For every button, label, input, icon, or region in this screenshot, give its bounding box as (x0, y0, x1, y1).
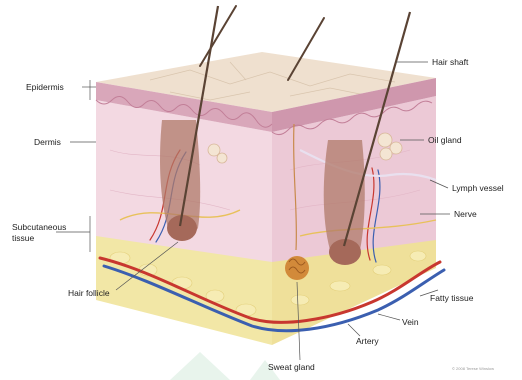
label-nerve: Nerve (454, 209, 477, 219)
copyright-credit: © 2008 Terese Winslow (452, 366, 494, 371)
watermark-logo (170, 352, 280, 380)
label-sweat-gland: Sweat gland (268, 362, 315, 372)
label-fatty-tissue: Fatty tissue (430, 293, 474, 303)
label-oil-gland: Oil gland (428, 135, 462, 145)
label-hair-shaft: Hair shaft (432, 57, 469, 67)
label-lymph-vessel: Lymph vessel (452, 183, 504, 193)
label-epidermis: Epidermis (26, 82, 64, 92)
label-hair-follicle: Hair follicle (68, 288, 110, 298)
label-dermis: Dermis (34, 137, 61, 147)
label-subcutaneous-line2: tissue (12, 233, 34, 243)
label-subcutaneous-line1: Subcutaneous (12, 222, 66, 232)
label-vein: Vein (402, 317, 419, 327)
label-artery: Artery (356, 336, 379, 346)
